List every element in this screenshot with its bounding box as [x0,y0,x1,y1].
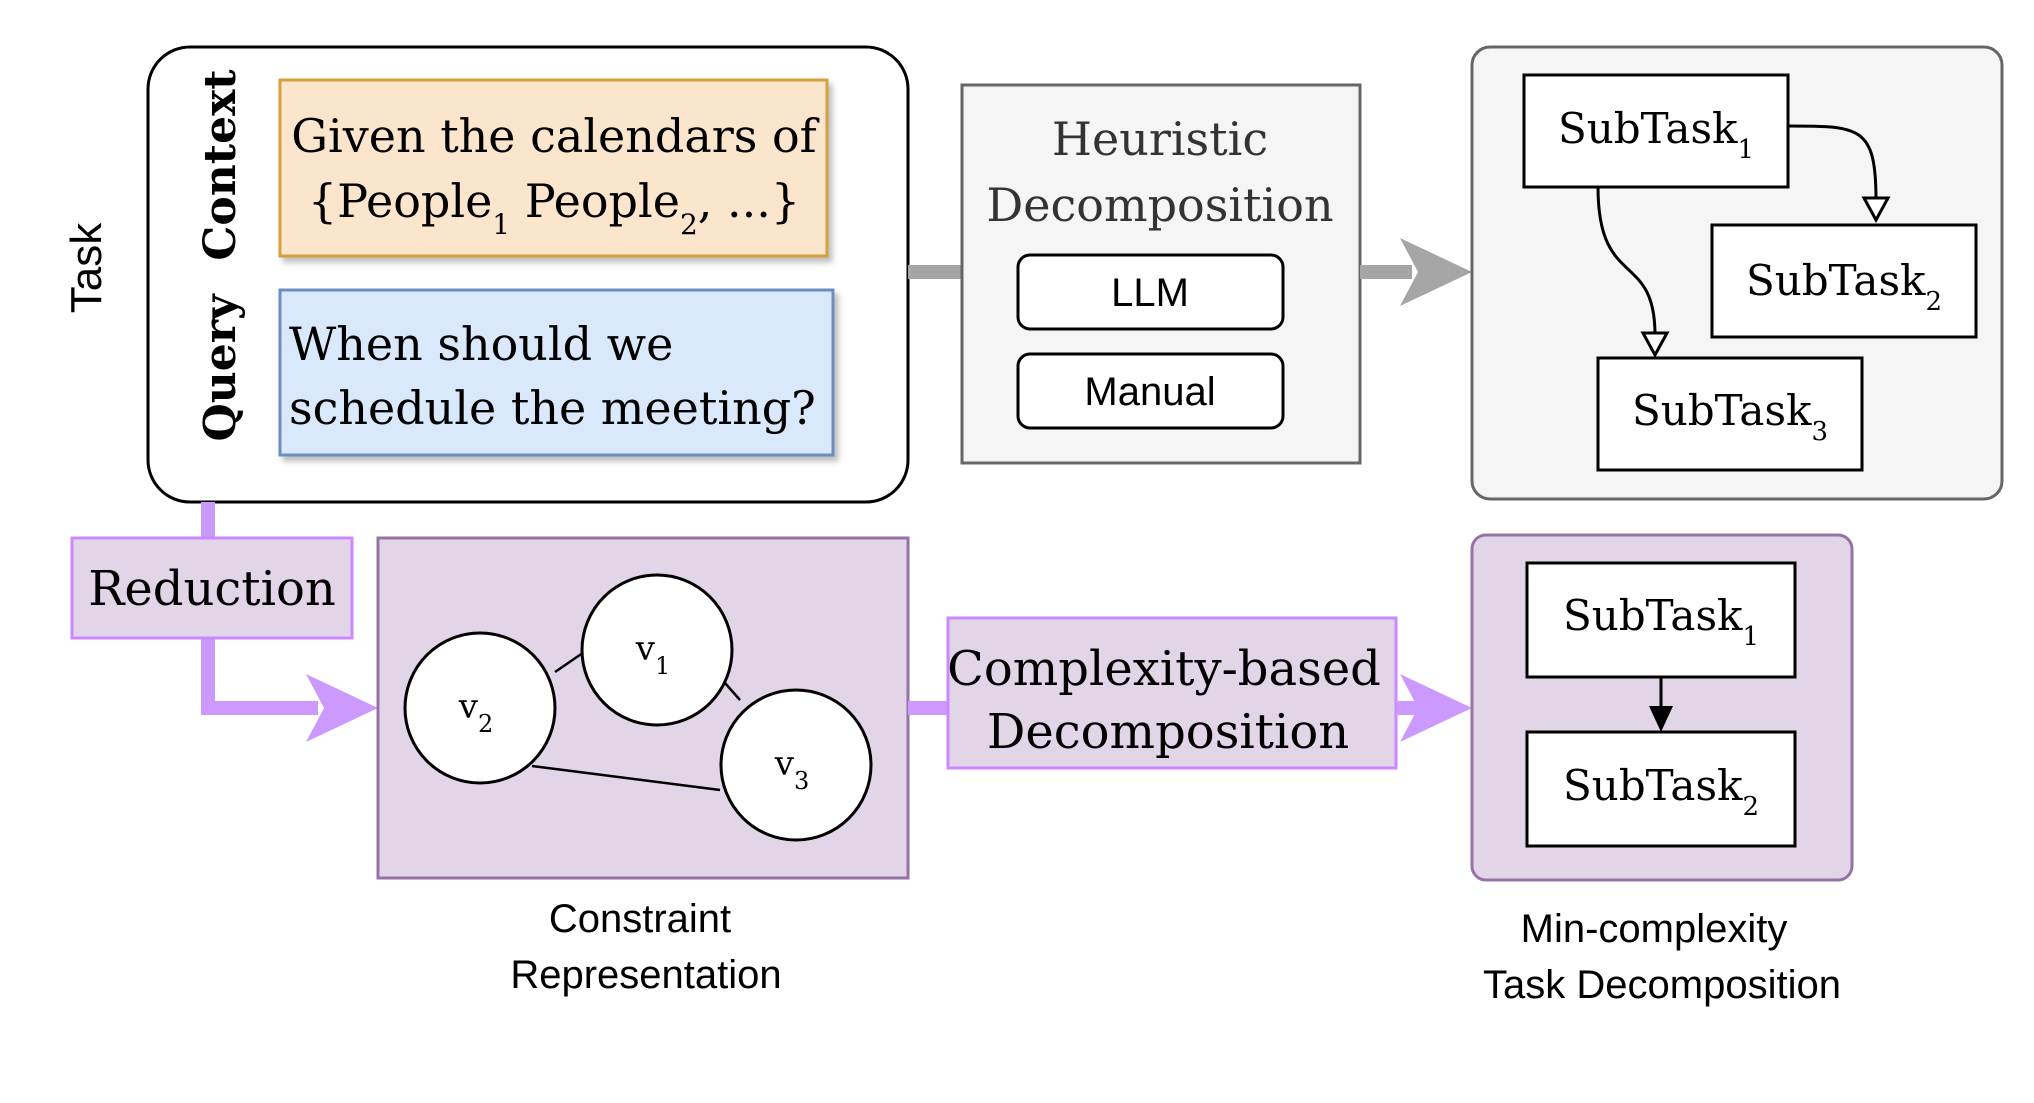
svg-text:v3: v3 [774,744,810,795]
heuristic-title-line1: Heuristic [1052,112,1268,166]
task-label: Task [62,222,111,313]
complexity-box [946,616,1398,770]
min-subtask-1: SubTask1 [1525,561,1797,679]
reduction-connector [201,502,378,742]
node-v1: v1 [580,573,734,727]
heuristic-subtask-3: SubTask3 [1596,356,1864,472]
complexity-line1: Complexity-based [947,641,1381,697]
query-box [278,288,835,457]
min-subtask-2: SubTask2 [1525,730,1797,848]
heuristic-subtask-2: SubTask2 [1710,223,1978,339]
context-box [278,78,829,258]
constraint-caption-line1: Constraint [549,897,731,941]
svg-text:v2: v2 [458,687,494,738]
svg-text:SubTask1: SubTask1 [1558,104,1754,165]
manual-option-label: Manual [1084,370,1215,414]
complexity-to-result-arrow [1396,674,1472,742]
query-text-line2: schedule the meeting? [289,381,816,435]
heuristic-title-line2: Decomposition [986,178,1333,232]
subtask1-to-subtask3-arrow [1596,186,1670,359]
manual-option [1016,352,1285,430]
node-v3: v3 [719,688,873,842]
svg-text:SubTask1: SubTask1 [1563,591,1759,652]
constraint-caption-line2: Representation [510,953,781,997]
svg-text:SubTask2: SubTask2 [1563,761,1759,822]
node-v2: v2 [403,631,557,785]
heuristic-to-result-arrow [1360,238,1472,306]
min-subtask1-to-subtask2-arrow [1649,677,1673,732]
complexity-line2: Decomposition [987,704,1349,760]
min-caption-line2: Task Decomposition [1483,963,1841,1007]
svg-text:SubTask3: SubTask3 [1632,386,1828,447]
context-text-line2: {People1 People2, ...} [308,174,800,241]
min-caption-line1: Min-complexity [1521,907,1788,951]
llm-option [1016,253,1285,331]
query-label: Query [195,293,246,441]
context-text-line1: Given the calendars of [291,109,819,163]
llm-option-label: LLM [1111,271,1189,315]
reduction-label: Reduction [88,561,336,617]
query-text-line1: When should we [289,317,673,371]
svg-text:SubTask2: SubTask2 [1746,256,1942,317]
reduction-box [70,536,354,640]
subtask1-to-subtask2-arrow [1787,124,1891,224]
svg-text:v1: v1 [635,629,671,680]
heuristic-subtask-1: SubTask1 [1522,73,1790,189]
context-label: Context [195,69,246,261]
